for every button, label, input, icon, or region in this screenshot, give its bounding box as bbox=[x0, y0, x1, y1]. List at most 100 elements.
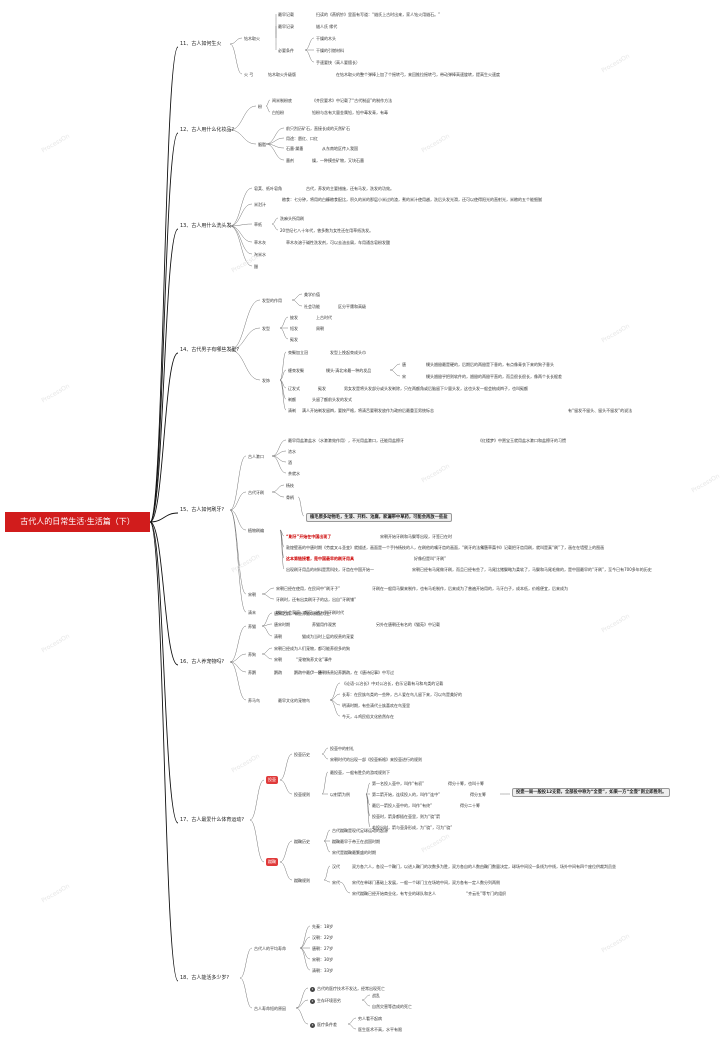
t12-mf[interactable]: 闻米制粉底 bbox=[272, 98, 292, 103]
t13-i4[interactable]: 草木灰 bbox=[254, 240, 266, 245]
t17-tq2-box: 投壶一局一般投12支箭，全部投中称为“全壶”，如果一方“全壶”则立即胜利。 bbox=[512, 788, 671, 797]
connector-line bbox=[295, 999, 309, 1009]
t18-lf2b: 自然灾害等造成的死亡 bbox=[372, 1004, 412, 1009]
t12-qf[interactable]: 白铅粉 bbox=[272, 110, 284, 115]
t14-fs2: 缠束发髻 bbox=[288, 368, 304, 373]
t12-yz[interactable]: 胭脂 bbox=[258, 142, 266, 147]
t11-zqh[interactable]: 钻木取火 bbox=[244, 36, 260, 41]
connector-line bbox=[229, 203, 253, 227]
t17-tag-touhu[interactable]: 投壶 bbox=[266, 776, 278, 784]
t15-sy-q: 《红楼梦》中贾宝玉就用盐水漱口和盐擦牙的习惯 bbox=[478, 438, 566, 443]
t16-cg2: 宋朝 bbox=[274, 657, 282, 662]
t13-i5[interactable]: 淘米水 bbox=[254, 252, 266, 257]
connector-line bbox=[295, 987, 309, 1009]
t17-cj2[interactable]: 蹴鞠规则 bbox=[294, 878, 310, 883]
connector-line bbox=[149, 132, 179, 523]
t16-cm[interactable]: 养猫 bbox=[248, 624, 256, 629]
t15-mgs[interactable]: 植物刷编 bbox=[248, 528, 264, 533]
t11-bb[interactable]: 必要条件 bbox=[278, 48, 294, 53]
connector-line bbox=[279, 379, 287, 411]
t18-ag[interactable]: 古代人的平均寿命 bbox=[254, 946, 286, 951]
topic-16[interactable]: 16、古人养宠物吗? bbox=[180, 659, 225, 665]
connector-line bbox=[295, 1007, 309, 1025]
t17-cj1[interactable]: 蹴鞠历史 bbox=[294, 839, 310, 844]
t15-ys[interactable]: 古代牙刷 bbox=[248, 490, 264, 495]
topic-12[interactable]: 12、古人用什么化妆品? bbox=[180, 127, 235, 133]
t13-i1[interactable]: 皂荚、纸叶皂角 bbox=[254, 186, 282, 191]
connector-line bbox=[279, 861, 293, 881]
t17-cj1a: 古代蹴鞠是现代足球运动的起源 bbox=[332, 828, 388, 833]
t16-cy1: 鹦鹉 bbox=[274, 670, 282, 675]
t16-cmm1: 《论语·公冶长》中对公冶长，伯乐记载有马和鸟类的记载 bbox=[342, 681, 444, 686]
t17-tq2a: 最投壶，一般有胜负的游戏规则下 bbox=[330, 770, 390, 775]
connector-line bbox=[279, 753, 293, 781]
t15-ys-m[interactable]: 清末 bbox=[248, 610, 256, 615]
t12-mo[interactable]: 墨剂 bbox=[286, 158, 294, 163]
t18-ag4: 宋朝：30岁 bbox=[312, 957, 334, 962]
t11-bb2: 干燥的引燃材料 bbox=[316, 48, 344, 53]
topic-14[interactable]: 14、古代男子有哪些发型? bbox=[180, 347, 240, 353]
connector-line bbox=[149, 46, 179, 523]
t17-tq2b1: 第一名投入壶中，叫作“有初” bbox=[372, 781, 425, 786]
t18-lf[interactable]: 古人寿命短的原因 bbox=[254, 1006, 286, 1011]
t14-fs2-t: 幞头·清北宋最一种的发品 bbox=[326, 368, 372, 373]
t12-fen[interactable]: 粉 bbox=[258, 104, 262, 109]
t15-sy2: 浓水 bbox=[288, 449, 296, 454]
t15-mgs4: 出现刷牙用品的材料是黑科技，牙齿在中国开始一 bbox=[286, 567, 374, 572]
t13-i2[interactable]: 米泔汁 bbox=[254, 202, 266, 207]
t13-i4-t: 草木灰溶于碱性洗发剂，可以去油去屑，车用通含皂粉发酸 bbox=[286, 240, 390, 245]
t11-jz[interactable]: 最早记录 bbox=[278, 24, 294, 29]
t15-ys-s[interactable]: 宋朝 bbox=[248, 592, 256, 597]
connector-line bbox=[261, 647, 273, 655]
t14-fs3: 辽发式 bbox=[288, 386, 300, 391]
t14-fx[interactable]: 发型 bbox=[262, 326, 270, 331]
t16-cy[interactable]: 养鹦 bbox=[248, 670, 256, 675]
t17-tq1[interactable]: 投壶历史 bbox=[294, 752, 310, 757]
root-topic[interactable]: 古代人的日常生活·生活篇（下） bbox=[5, 512, 150, 532]
topic-18[interactable]: 18、古人能活多少岁? bbox=[180, 975, 230, 981]
t16-cmm[interactable]: 养马鸟 bbox=[248, 698, 260, 703]
t17-tag-cuju[interactable]: 蹴鞠 bbox=[266, 858, 278, 866]
t13-i3-1: 洗麻头所用刷 bbox=[280, 216, 304, 221]
t13-i3[interactable]: 草纸 bbox=[254, 222, 262, 227]
t14-cc[interactable]: 发型的作用 bbox=[262, 298, 282, 303]
t14-fx2: 短发 bbox=[290, 326, 298, 331]
t14-fs[interactable]: 发饰 bbox=[262, 378, 270, 383]
t12-mo-t: 燥，一种摸些矿物，又块石墨 bbox=[312, 158, 364, 163]
topic-15[interactable]: 15、古人如何刷牙? bbox=[180, 507, 225, 513]
t11-lz[interactable]: 最早记载 bbox=[278, 12, 294, 17]
number-badge-2: 2 bbox=[310, 999, 315, 1004]
connector-line bbox=[229, 653, 247, 663]
connector-line bbox=[271, 217, 279, 225]
t13-i2-t: 粮食：七分钟，将用的白糠粮食配比，积久的米的那层小米过的渣，煮的米汁使用越，洗后… bbox=[282, 197, 542, 202]
connector-line bbox=[321, 747, 329, 755]
t16-cg[interactable]: 养狗 bbox=[248, 652, 256, 657]
t14-fs2a: 唐 bbox=[402, 362, 406, 367]
t17-tq2[interactable]: 投壶规则 bbox=[294, 792, 310, 797]
t16-cy1-d: 唐朝杨贵妃养鹦鹉，在《唐诗纪事》中写过 bbox=[318, 670, 394, 675]
t12-dm3[interactable]: 石墨·黛墨 bbox=[286, 146, 304, 151]
connector-line bbox=[361, 999, 371, 1007]
t11-hg[interactable]: 火 弓 bbox=[244, 72, 254, 77]
t13-i6[interactable]: 醋 bbox=[254, 264, 258, 269]
t18-ag3: 唐朝：27岁 bbox=[312, 946, 334, 951]
t17-tq2b1-t: 得分十筹，也叫十筹 bbox=[448, 781, 484, 786]
connector-line bbox=[149, 521, 179, 824]
t15-mgs1: “刷牙”开始在中国出现了 bbox=[286, 534, 332, 539]
topic-11[interactable]: 11、古人如何生火 bbox=[180, 41, 222, 47]
t16-cm2-t: 养猫用作观赏 bbox=[312, 622, 336, 627]
t15-sy[interactable]: 古人漱口 bbox=[248, 454, 264, 459]
connector-line bbox=[279, 529, 285, 559]
connector-line bbox=[389, 369, 401, 377]
topic-17[interactable]: 17、古人最爱什么体育运动? bbox=[180, 817, 245, 823]
topic-13[interactable]: 13、古人用什么洗头发 bbox=[180, 223, 232, 229]
connector-line bbox=[299, 947, 311, 971]
number-badge-1: 1 bbox=[310, 987, 315, 992]
t14-fs1: 束髻加立冠 bbox=[288, 350, 308, 355]
t11-hg-d: 在钻木取火的整个弹棒上加了个摇转弓，来回推拉摇转弓，带动弹棒高速旋转，提高生火速… bbox=[336, 72, 500, 77]
connector-line bbox=[149, 228, 179, 523]
connector-line bbox=[279, 840, 293, 863]
